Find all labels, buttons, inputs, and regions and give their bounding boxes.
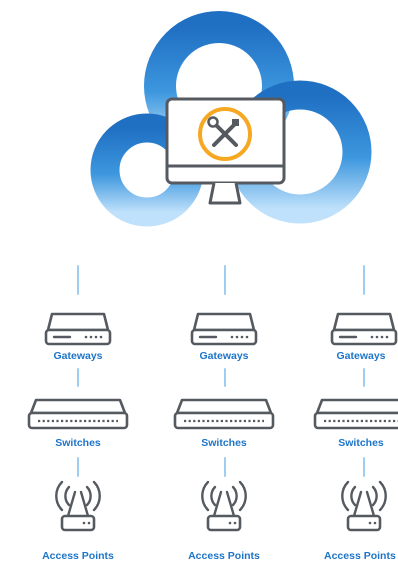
gateway-label: Gateways xyxy=(336,350,386,362)
gateway-label: Gateways xyxy=(199,350,249,362)
access-point-label: Access Points xyxy=(188,550,260,562)
switch-label: Switches xyxy=(55,437,101,449)
access-point-label: Access Points xyxy=(42,550,114,562)
switch-icon xyxy=(313,398,398,430)
gateway-icon xyxy=(190,312,258,346)
switch-label: Switches xyxy=(338,437,384,449)
access-point-icon xyxy=(200,480,248,532)
access-point-icon xyxy=(54,480,102,532)
wrench-screwdriver-icon xyxy=(207,116,239,147)
switch-icon xyxy=(173,398,275,430)
switch-icon xyxy=(27,398,129,430)
gateway-icon xyxy=(44,312,112,346)
switch-label: Switches xyxy=(201,437,247,449)
connector-lines xyxy=(77,265,365,477)
gateway-label: Gateways xyxy=(53,350,103,362)
access-point-icon xyxy=(340,480,388,532)
gateway-icon xyxy=(330,312,398,346)
access-point-label: Access Points xyxy=(324,550,396,562)
monitor-tools-icon xyxy=(165,97,286,205)
